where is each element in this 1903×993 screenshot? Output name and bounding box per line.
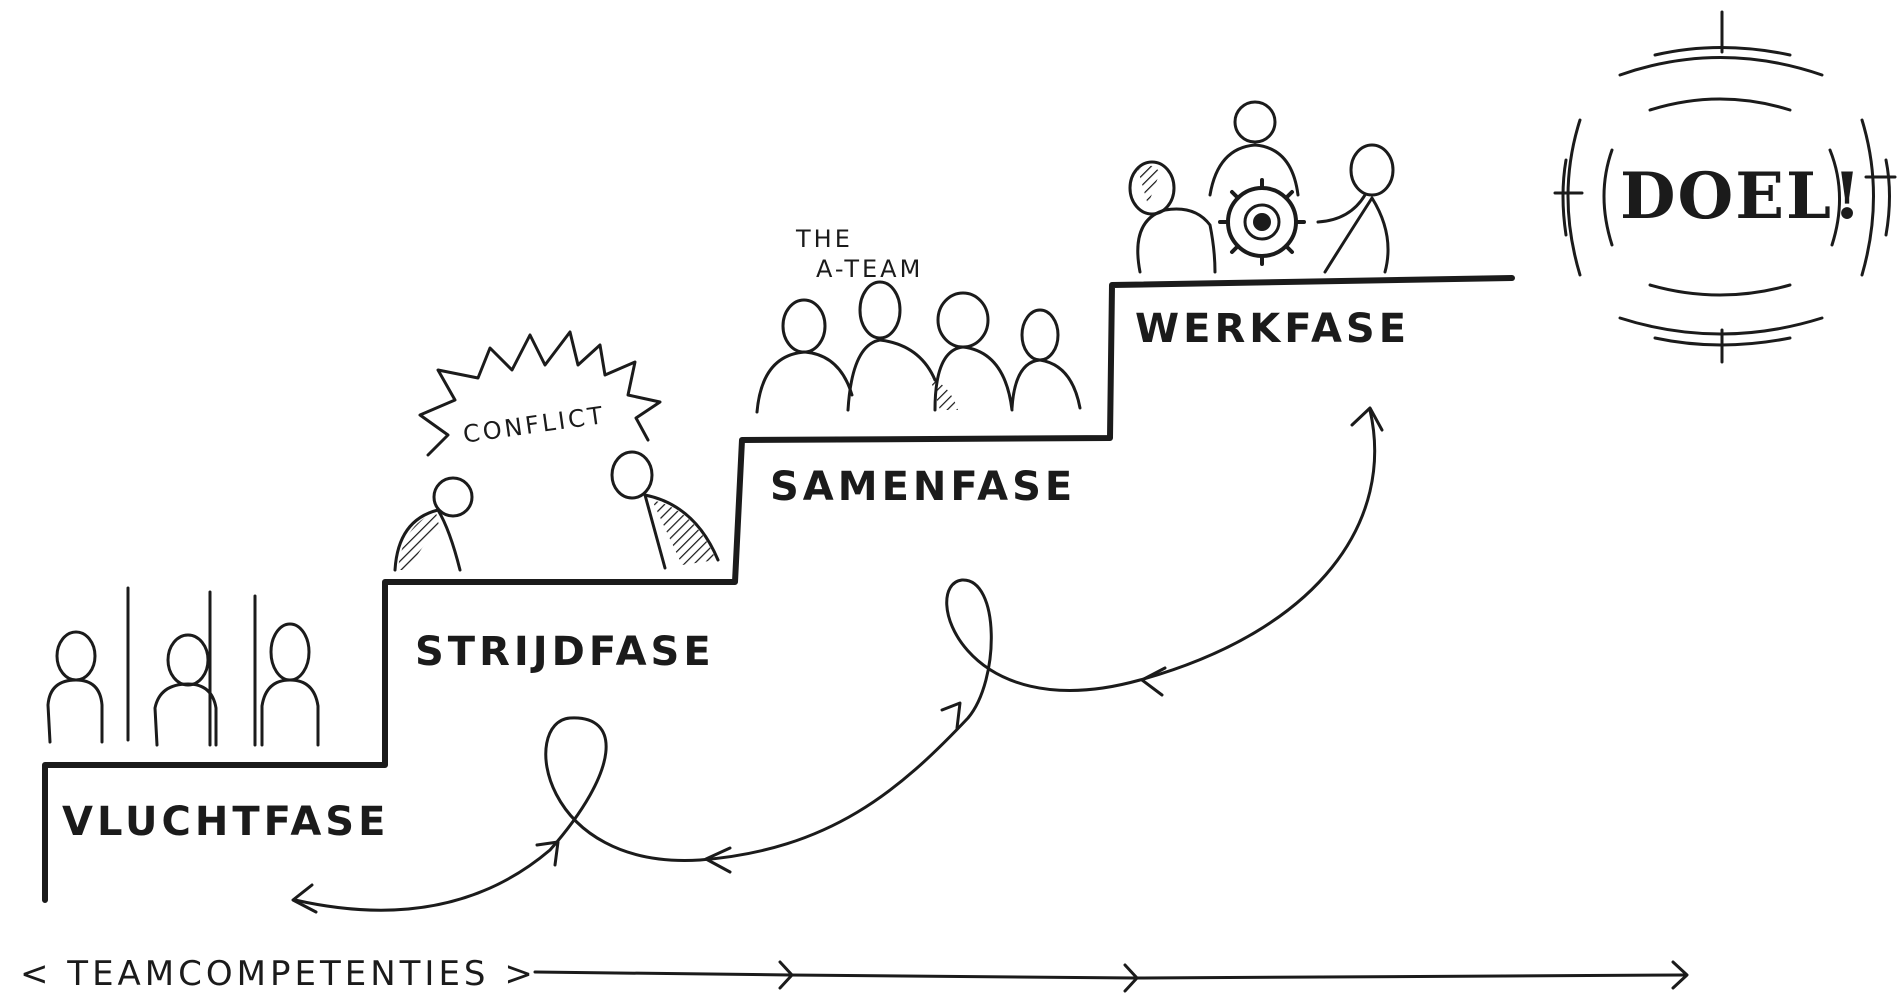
team-figure (933, 291, 1014, 412)
goal-target: DOEL! (1553, 10, 1897, 364)
werkfase-figures (1128, 100, 1395, 274)
arrowhead-icon (535, 840, 560, 867)
staircase-outline (42, 275, 1515, 903)
phase-label-samenfase: SAMENFASE (770, 464, 1076, 510)
phase-label-vluchtfase: VLUCHTFASE (62, 799, 389, 845)
conflict-label: CONFLICT (461, 401, 607, 449)
goal-ring (1602, 97, 1841, 297)
person-figure (1128, 160, 1217, 274)
goal-ring (1566, 56, 1875, 336)
arrowhead-icon (1671, 960, 1689, 990)
competence-axis: < TEAMCOMPETENTIES > (20, 954, 1689, 993)
team-figure (846, 280, 958, 412)
person-figure (153, 633, 218, 747)
arrowhead-icon (1350, 406, 1384, 432)
axis-label: < TEAMCOMPETENTIES > (20, 954, 537, 993)
goal-label: DOEL! (1620, 159, 1863, 234)
samenfase-figures: THE A-TEAM (755, 225, 1082, 414)
steering-wheel-icon (1218, 178, 1306, 266)
vluchtfase-figures (46, 586, 320, 747)
phase-label-werkfase: WERKFASE (1135, 306, 1410, 352)
arrowhead-icon (291, 883, 318, 914)
conflict-burst (418, 330, 662, 457)
arrowhead-icon (704, 846, 732, 874)
team-figure (1010, 308, 1082, 410)
arrowhead-icon (778, 960, 794, 990)
person-figure-facing-left (610, 450, 720, 570)
a-team-label: A-TEAM (816, 255, 923, 283)
axis-line (533, 970, 1687, 980)
person-figure-facing-right (393, 476, 474, 572)
strijdfase-figures: CONFLICT (393, 330, 720, 572)
spiral-path (293, 408, 1377, 912)
the-label: THE (795, 225, 853, 253)
person-figure (1208, 100, 1300, 197)
arrowhead-icon (1140, 666, 1167, 697)
person-figure (46, 630, 104, 744)
arrowhead-icon (1123, 963, 1139, 993)
phase-label-strijdfase: STRIJDFASE (415, 629, 715, 675)
arrowhead-icon (940, 701, 962, 730)
growth-spiral (291, 406, 1384, 914)
team-figure (755, 298, 854, 414)
person-figure (260, 622, 320, 747)
person-figure (1316, 143, 1395, 274)
